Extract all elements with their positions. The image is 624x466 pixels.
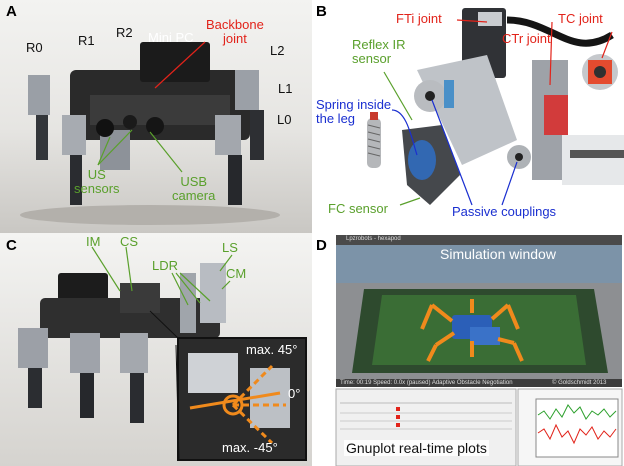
label-ldr: LDR xyxy=(152,258,179,273)
label-backbone-joint: Backbone joint xyxy=(206,17,264,46)
label-ls: LS xyxy=(222,240,238,255)
gnuplot-label: Gnuplot real-time plots xyxy=(344,440,489,456)
simulation-window-label: Simulation window xyxy=(440,246,556,262)
copyright-text: © Goldschmidt 2013 xyxy=(552,380,607,386)
status-text: Time: 00:19 Speed: 0.0x (paused) Adaptiv… xyxy=(340,380,513,386)
panel-d: D xyxy=(312,233,624,466)
label-max-45: max. 45° xyxy=(246,342,298,357)
label-max-minus-45: max. -45° xyxy=(222,440,278,455)
label-ctr-joint: CTr joint xyxy=(502,31,551,46)
window-title: Lpzrobots - hexapod xyxy=(346,236,401,242)
label-l2: L2 xyxy=(270,43,285,58)
label-passive-couplings: Passive couplings xyxy=(452,204,557,219)
label-zero-deg: 0° xyxy=(288,386,301,401)
label-fc-sensor: FC sensor xyxy=(328,201,388,216)
panel-b-photo xyxy=(312,0,624,233)
label-l1: L1 xyxy=(278,81,293,96)
label-mini-pc: Mini PC xyxy=(148,30,194,45)
label-spring-inside-leg: Spring inside the leg xyxy=(316,97,392,126)
panel-c-photo xyxy=(0,233,312,466)
label-l0: L0 xyxy=(277,112,292,127)
label-usb-camera: USB camera xyxy=(172,174,216,203)
label-im: IM xyxy=(86,234,101,249)
label-cm: CM xyxy=(226,266,247,281)
label-reflex-ir-sensor: Reflex IR sensor xyxy=(352,37,406,66)
label-fti-joint: FTi joint xyxy=(396,11,442,26)
panel-a-photo xyxy=(0,0,312,233)
panel-d-screenshot xyxy=(312,233,624,466)
panel-d-letter: D xyxy=(316,237,327,254)
panel-a: A R0 R1 R2 Mini PC Backbone joint L2 L1 … xyxy=(0,0,312,233)
label-tc-joint: TC joint xyxy=(558,11,603,26)
panel-c: C IM CS LDR LS CM max. 45° 0° max. -45° xyxy=(0,233,312,466)
panel-a-letter: A xyxy=(6,3,17,20)
label-r2: R2 xyxy=(116,25,133,40)
label-r1: R1 xyxy=(78,33,95,48)
label-cs: CS xyxy=(120,234,139,249)
label-us-sensors: US sensors xyxy=(74,167,120,196)
label-r0: R0 xyxy=(26,40,43,55)
panel-b-letter: B xyxy=(316,3,327,20)
panel-c-letter: C xyxy=(6,237,17,254)
panel-b: B FTi joint CTr joint TC joint Reflex IR… xyxy=(312,0,624,233)
